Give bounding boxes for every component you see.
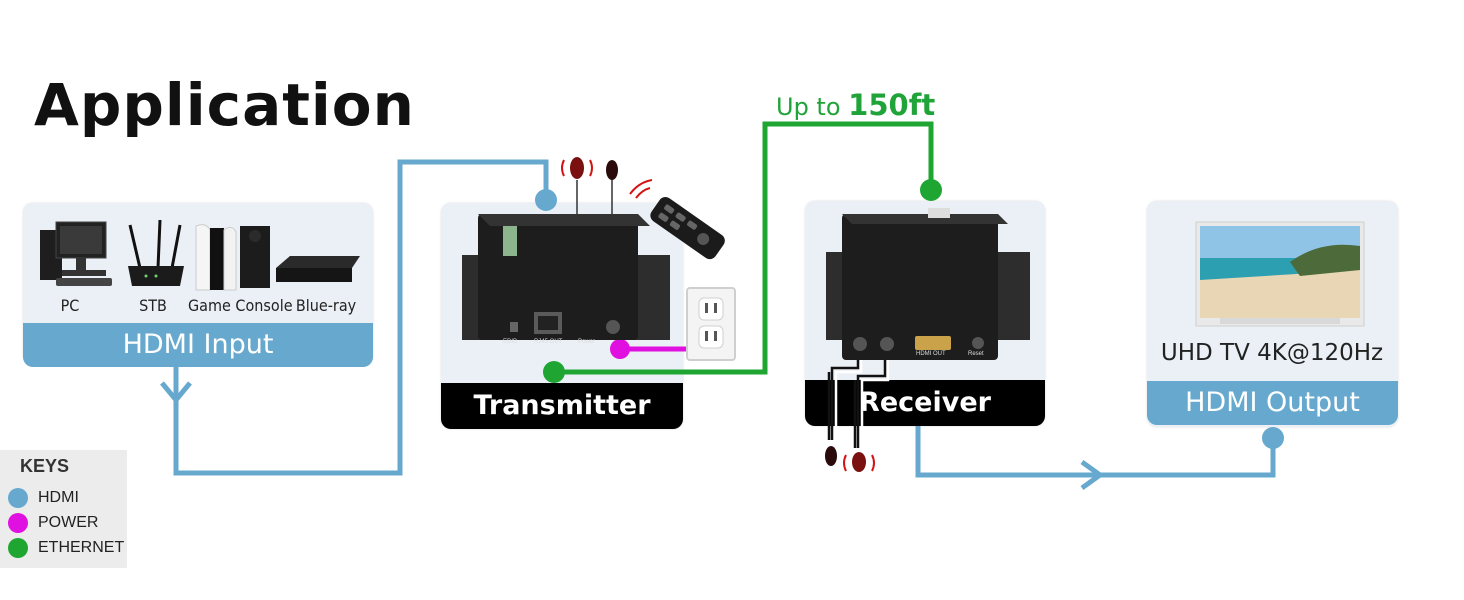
range-label: Up to 150ft bbox=[776, 88, 935, 122]
range-distance: 150ft bbox=[848, 88, 936, 122]
key-hdmi: HDMI bbox=[8, 488, 79, 508]
ir-signal-icon bbox=[629, 179, 653, 199]
receiver-device bbox=[826, 208, 1030, 360]
bluray-player-icon bbox=[276, 256, 360, 282]
wall-outlet-icon bbox=[686, 287, 736, 361]
port-label-edid: EDID bbox=[503, 339, 518, 345]
range-prefix: Up to bbox=[776, 93, 841, 121]
device-label-game-console: Game Console bbox=[188, 296, 293, 315]
tv-icon bbox=[1195, 221, 1365, 327]
device-label-pc: PC bbox=[60, 296, 80, 315]
ethernet-connector-receiver bbox=[920, 179, 942, 201]
page-title: Application bbox=[34, 71, 415, 139]
hdmi-connector-transmitter bbox=[535, 189, 557, 211]
remote-control-icon bbox=[650, 196, 725, 260]
hdmi-input-band: HDMI Input bbox=[23, 323, 373, 367]
ethernet-wire bbox=[552, 121, 934, 375]
key-power-swatch bbox=[8, 513, 28, 533]
receiver-band: Receiver bbox=[805, 380, 1045, 426]
key-hdmi-label: HDMI bbox=[38, 489, 79, 507]
key-ethernet-swatch bbox=[8, 538, 28, 558]
device-label-stb: STB bbox=[139, 296, 167, 315]
transmitter-band: Transmitter bbox=[441, 383, 683, 429]
key-power: POWER bbox=[8, 513, 98, 533]
hdmi-connector-output bbox=[1262, 427, 1284, 449]
port-label-hdmi-out: HDMI OUT bbox=[916, 351, 946, 357]
keys-legend: KEYS HDMI POWER ETHERNET bbox=[0, 450, 127, 568]
game-console-icon bbox=[195, 224, 270, 291]
device-label-bluray: Blue-ray bbox=[295, 296, 357, 315]
hdmi-wire-input bbox=[160, 159, 549, 476]
transmitter-device bbox=[462, 214, 670, 340]
port-label-rj45: RJ45 OUT bbox=[534, 339, 563, 345]
key-ethernet-label: ETHERNET bbox=[38, 539, 125, 557]
hdmi-wire-output bbox=[915, 426, 1276, 491]
ir-receiver-cables-icon bbox=[827, 352, 890, 448]
pc-icon bbox=[40, 221, 112, 286]
keys-title: KEYS bbox=[20, 456, 70, 476]
ethernet-connector-transmitter bbox=[543, 361, 565, 383]
hdmi-output-band: HDMI Output bbox=[1147, 381, 1398, 425]
tv-label: UHD TV 4K@120Hz bbox=[1160, 340, 1384, 366]
key-power-label: POWER bbox=[38, 514, 99, 532]
key-hdmi-swatch bbox=[8, 488, 28, 508]
router-icon bbox=[128, 219, 184, 286]
port-label-power: Power bbox=[578, 339, 596, 345]
port-label-reset: Reset bbox=[968, 351, 984, 357]
ir-emitter-icon bbox=[561, 157, 618, 220]
key-ethernet: ETHERNET bbox=[8, 538, 124, 558]
power-connector bbox=[610, 339, 630, 359]
